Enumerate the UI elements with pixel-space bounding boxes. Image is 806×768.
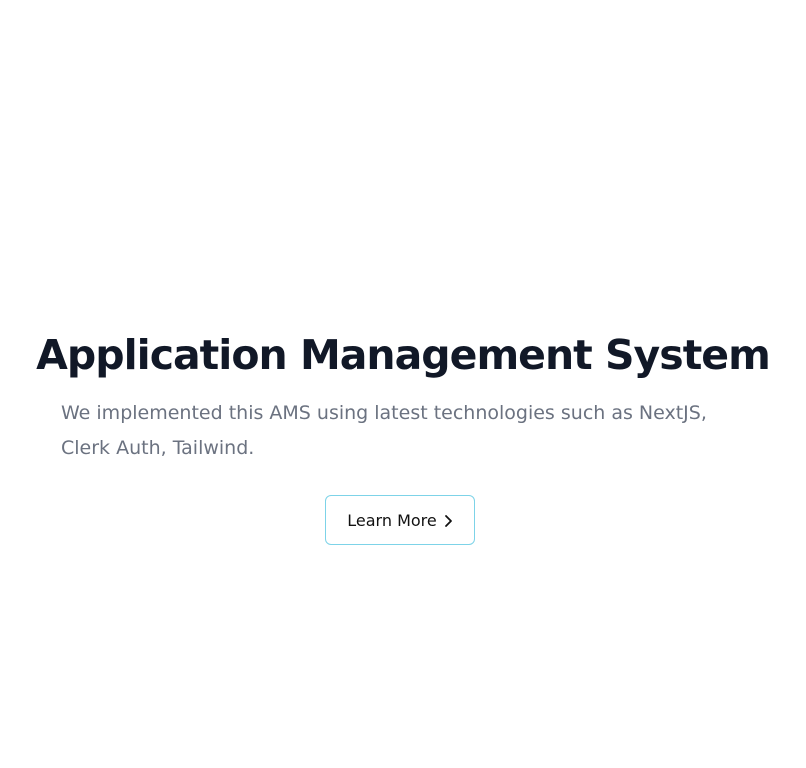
learn-more-button[interactable]: Learn More (325, 495, 475, 545)
learn-more-label: Learn More (347, 510, 437, 530)
page-title: Application Management System (36, 331, 771, 379)
chevron-right-icon (443, 513, 453, 527)
hero-description: We implemented this AMS using latest tec… (61, 402, 707, 459)
